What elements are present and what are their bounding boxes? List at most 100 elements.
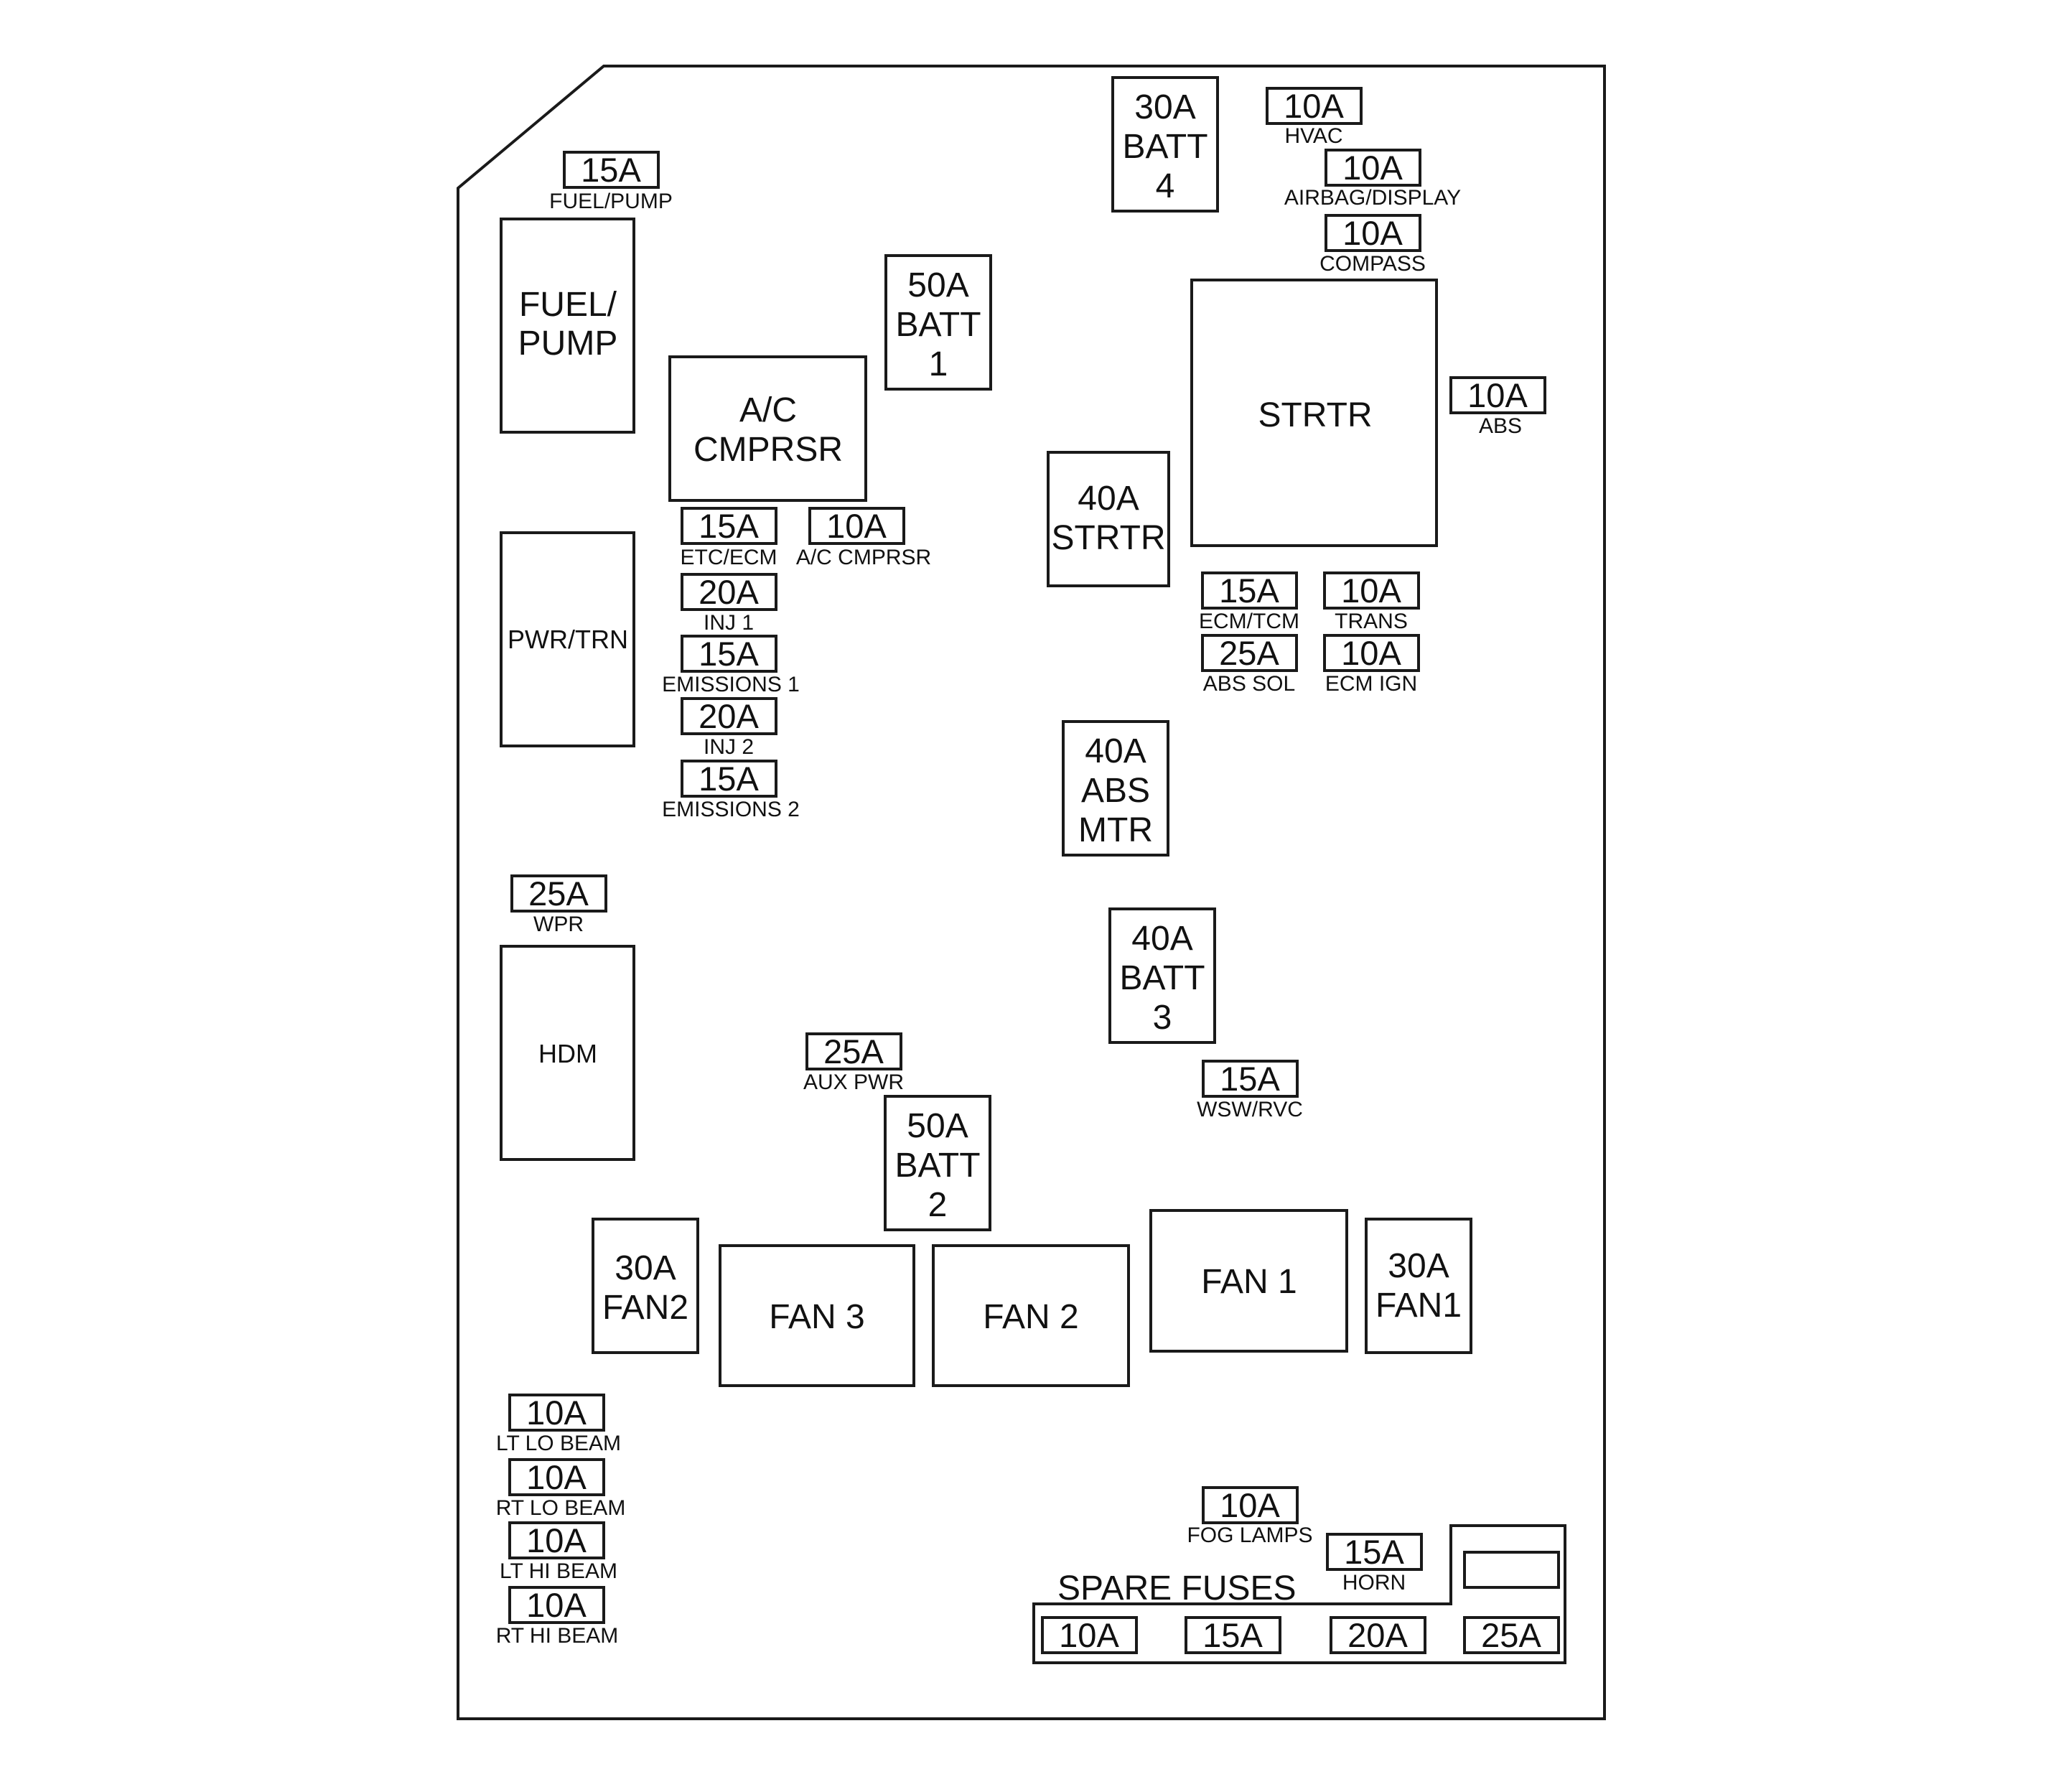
fuse-lt-hi-beam: 10A LT HI BEAM [500, 1521, 617, 1583]
relay-ac-cmprsr: A/C CMPRSR [668, 355, 867, 502]
fuse-abs: 10A ABS [1449, 376, 1546, 438]
maxi-fuse-batt4-amp: 30A [1134, 88, 1195, 126]
fuse-inj1-amp: 20A [699, 573, 759, 611]
maxi-fuse-strtr: 40A STRTR [1047, 451, 1170, 587]
fuse-rt-lo-beam-label: RT LO BEAM [496, 1496, 626, 1520]
fuse-compass-label: COMPASS [1319, 252, 1426, 276]
maxi-fuse-batt3-name: BATT [1119, 959, 1205, 997]
maxi-fuse-batt2: 50A BATT 2 [884, 1095, 991, 1231]
spare-fuse-4: 25A [1463, 1616, 1560, 1654]
maxi-fuse-batt3: 40A BATT 3 [1108, 907, 1216, 1044]
fuse-aux-pwr: 25A AUX PWR [803, 1032, 904, 1094]
maxi-fuse-batt4: 30A BATT 4 [1111, 76, 1219, 213]
relay-strtr: STRTR [1190, 279, 1438, 547]
maxi-fuse-fan1-name: FAN1 [1375, 1287, 1462, 1325]
relay-fan1-label: FAN 1 [1201, 1263, 1297, 1301]
maxi-fuse-abs-mtr: 40A ABS MTR [1062, 720, 1169, 857]
maxi-fuse-batt1-amp: 50A [907, 266, 968, 304]
fuse-ecm-ign-label: ECM IGN [1325, 672, 1417, 696]
fuse-ecm-tcm: 15A ECM/TCM [1199, 571, 1299, 633]
fuse-fog-lamps-amp: 10A [1220, 1486, 1280, 1524]
fuse-lt-hi-beam-label: LT HI BEAM [500, 1559, 617, 1583]
fuse-abs-sol-label: ABS SOL [1203, 672, 1295, 696]
spare-fuse-1-amp: 10A [1059, 1616, 1119, 1654]
fuse-trans-amp: 10A [1341, 571, 1401, 610]
fuse-fog-lamps-label: FOG LAMPS [1187, 1523, 1312, 1547]
fuse-airbag-display-amp: 10A [1342, 149, 1403, 187]
relay-ac-cmprsr-line2: CMPRSR [693, 431, 843, 469]
spare-slot-empty [1463, 1551, 1560, 1589]
fuse-lt-lo-beam-label: LT LO BEAM [496, 1432, 621, 1455]
fuse-lt-hi-beam-amp: 10A [526, 1521, 587, 1559]
fuse-aux-pwr-amp: 25A [823, 1032, 884, 1070]
relay-fuel-pump-line2: PUMP [518, 325, 618, 363]
fuse-emissions1: 15A EMISSIONS 1 [662, 635, 800, 696]
relay-fan3: FAN 3 [719, 1244, 915, 1387]
fuse-compass: 10A COMPASS [1319, 214, 1426, 276]
maxi-fuse-batt3-num: 3 [1153, 999, 1172, 1037]
fuse-hvac-label: HVAC [1284, 124, 1342, 148]
maxi-fuse-batt4-num: 4 [1156, 167, 1175, 205]
fuse-trans: 10A TRANS [1323, 571, 1420, 633]
maxi-fuse-strtr-amp: 40A [1078, 480, 1139, 518]
fuse-airbag-display: 10A AIRBAG/DISPLAY [1284, 149, 1461, 210]
fuse-airbag-display-label: AIRBAG/DISPLAY [1284, 186, 1461, 210]
maxi-fuse-fan2-amp: 30A [615, 1249, 676, 1287]
maxi-fuse-abs-mtr-sub: MTR [1078, 811, 1153, 849]
relay-hdm: HDM [500, 945, 635, 1161]
relay-fan2-label: FAN 2 [983, 1298, 1078, 1336]
fuse-rt-lo-beam-amp: 10A [526, 1458, 587, 1496]
fuse-trans-label: TRANS [1335, 610, 1408, 633]
relay-ac-cmprsr-line1: A/C [739, 391, 797, 429]
spare-fuses-tray: SPARE FUSES 10A 15A 20A 25A [1032, 1524, 1566, 1664]
fuse-emissions2-amp: 15A [699, 760, 759, 798]
maxi-fuse-batt2-amp: 50A [907, 1107, 968, 1145]
fuse-emissions2-label: EMISSIONS 2 [662, 798, 800, 821]
fuse-inj1: 20A INJ 1 [681, 573, 777, 635]
fuse-abs-label: ABS [1479, 414, 1522, 438]
fuse-emissions1-amp: 15A [699, 635, 759, 673]
spare-fuse-2-amp: 15A [1202, 1616, 1263, 1654]
fuse-ecm-tcm-amp: 15A [1219, 571, 1279, 610]
fuse-abs-sol-amp: 25A [1219, 634, 1279, 672]
fuse-ecm-tcm-label: ECM/TCM [1199, 610, 1299, 633]
relay-pwr-trn: PWR/TRN [500, 531, 635, 747]
spare-fuse-3-amp: 20A [1347, 1616, 1408, 1654]
fuse-lt-lo-beam-amp: 10A [526, 1394, 587, 1432]
relay-fuel-pump-line1: FUEL/ [519, 286, 617, 324]
fuse-ac-cmprsr-label: A/C CMPRSR [796, 546, 931, 569]
maxi-fuse-strtr-name: STRTR [1051, 519, 1165, 557]
maxi-fuse-fan2: 30A FAN2 [592, 1218, 699, 1354]
fuse-wpr-amp: 25A [528, 874, 589, 913]
fuse-ecm-ign: 10A ECM IGN [1323, 634, 1420, 696]
spare-fuse-4-amp: 25A [1481, 1616, 1541, 1654]
fuse-wsw-rvc-label: WSW/RVC [1197, 1098, 1303, 1121]
maxi-fuse-fan2-name: FAN2 [602, 1289, 688, 1327]
fuse-wpr-label: WPR [533, 913, 584, 936]
fuse-compass-amp: 10A [1342, 214, 1403, 252]
relay-pwr-trn-label: PWR/TRN [508, 625, 628, 654]
relay-fuel-pump: FUEL/ PUMP [500, 218, 635, 434]
maxi-fuse-batt3-amp: 40A [1131, 920, 1192, 958]
maxi-fuse-batt4-name: BATT [1122, 128, 1207, 166]
relay-fan3-label: FAN 3 [769, 1298, 864, 1336]
maxi-fuse-fan1: 30A FAN1 [1365, 1218, 1472, 1354]
relay-fan2: FAN 2 [932, 1244, 1130, 1387]
spare-fuse-1: 10A [1041, 1616, 1138, 1654]
fuse-rt-hi-beam-amp: 10A [526, 1586, 587, 1624]
fuse-horn: 15A HORN [1326, 1533, 1423, 1595]
maxi-fuse-batt2-num: 2 [928, 1186, 948, 1224]
relay-hdm-label: HDM [538, 1039, 597, 1068]
maxi-fuse-fan1-amp: 30A [1388, 1247, 1449, 1285]
fuse-inj2: 20A INJ 2 [681, 697, 777, 759]
fuse-abs-sol: 25A ABS SOL [1201, 634, 1298, 696]
fuse-wsw-rvc-amp: 15A [1220, 1060, 1280, 1098]
fuse-ac-cmprsr: 10A A/C CMPRSR [796, 507, 931, 569]
fuse-emissions2: 15A EMISSIONS 2 [662, 760, 800, 821]
fuse-emissions1-label: EMISSIONS 1 [662, 673, 800, 696]
fuse-fog-lamps: 10A FOG LAMPS [1187, 1486, 1313, 1547]
maxi-fuse-abs-mtr-name: ABS [1081, 772, 1150, 810]
maxi-fuse-abs-mtr-amp: 40A [1085, 732, 1146, 770]
fuse-fuel-pump: 15A FUEL/PUMP [549, 151, 673, 213]
fuse-horn-amp: 15A [1344, 1533, 1404, 1571]
